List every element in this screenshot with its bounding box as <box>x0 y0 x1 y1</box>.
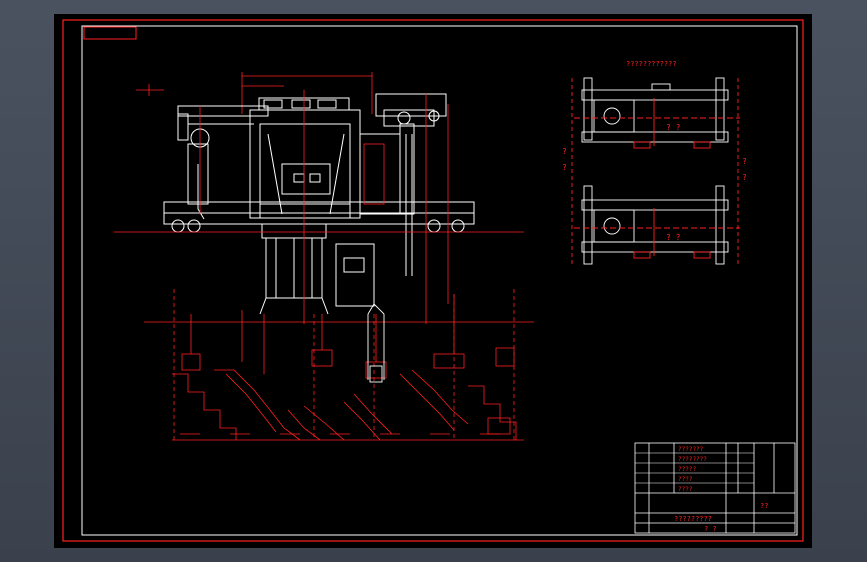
title-block-row: ???? <box>678 476 693 483</box>
top-view-title: ???????????? <box>626 60 677 68</box>
corner-label-box <box>83 26 137 40</box>
title-block-name: ????????? <box>674 515 712 523</box>
ground-section <box>144 289 534 441</box>
top-view-note: ? <box>562 147 567 156</box>
top-view-note: ? <box>742 157 747 166</box>
top-view-note: ? <box>562 163 567 172</box>
top-view-note: ? ? <box>666 123 681 132</box>
outer-frame <box>62 19 804 542</box>
title-block-company: ?? <box>760 502 768 510</box>
ground-section-white <box>367 303 385 383</box>
top-view-note: ? <box>742 173 747 182</box>
title-block-row: ??????? <box>678 446 704 453</box>
inner-frame <box>81 25 798 536</box>
front-view-guides <box>114 90 524 374</box>
title-block <box>634 442 796 534</box>
cad-viewport[interactable]: ???????????? <box>54 14 812 548</box>
top-view-plan: ? ? ? ? ? ? ? ? <box>562 77 747 265</box>
front-view-machine <box>136 72 475 315</box>
title-block-row: ???? <box>678 486 693 493</box>
title-block-row: ???????? <box>678 456 707 463</box>
cad-drawing-canvas: ???????????? <box>62 19 804 542</box>
top-view-note: ? ? <box>666 233 681 242</box>
title-block-row: ????? <box>678 466 696 473</box>
title-block-revision: ? ? <box>704 525 717 533</box>
